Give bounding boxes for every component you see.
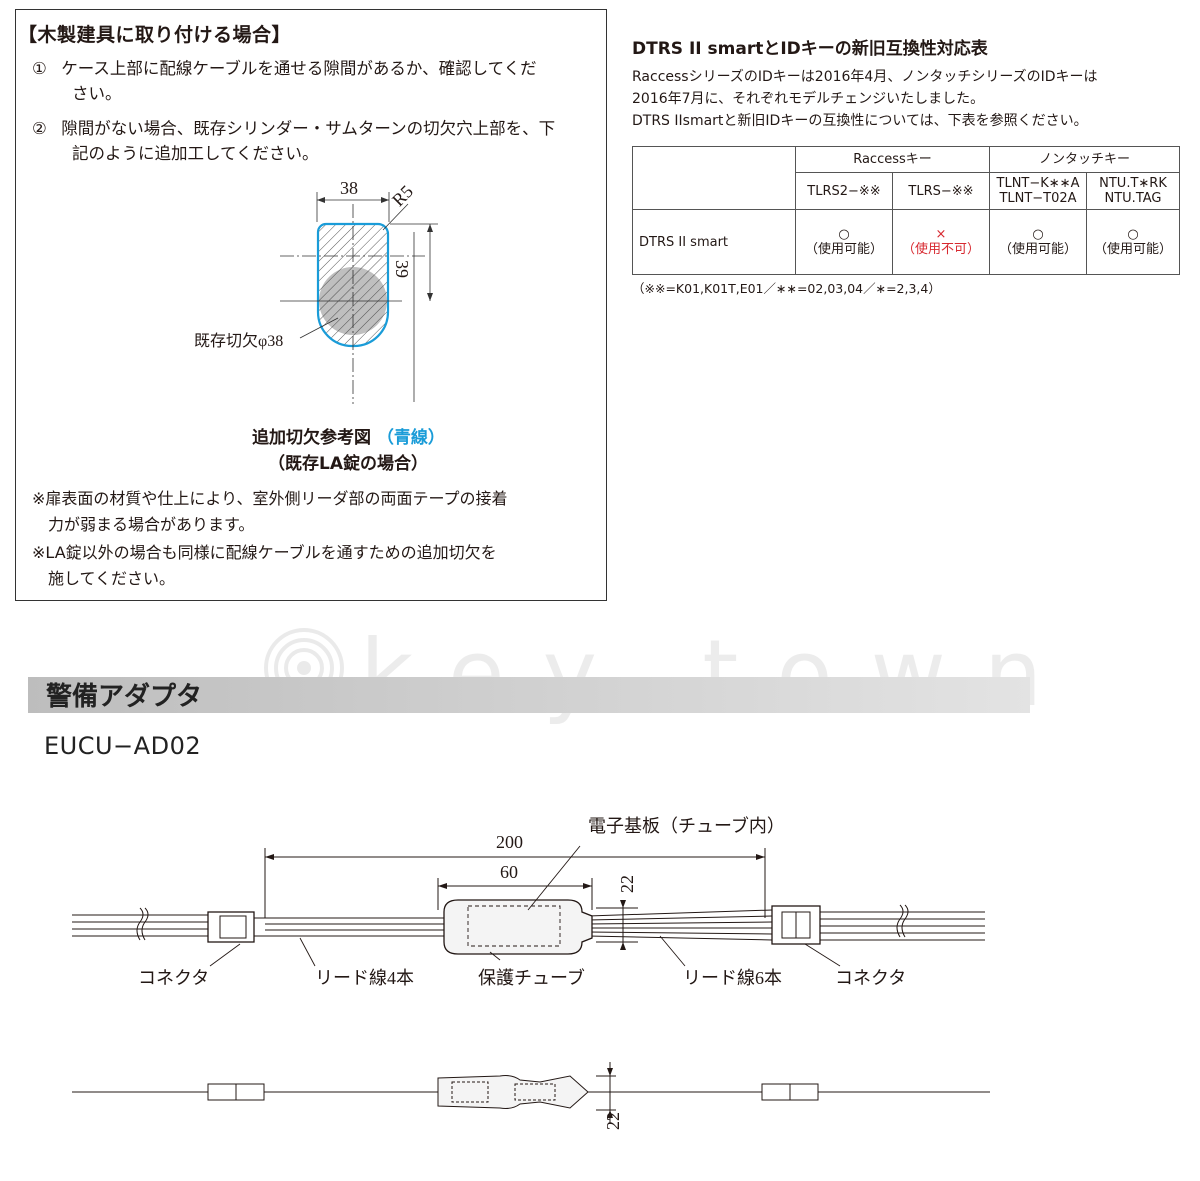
step-2-text-line1: 隙間がない場合、既存シリンダー・サムターンの切欠穴上部を、下 xyxy=(61,119,556,138)
cutout-reference-figure xyxy=(280,192,438,404)
cell-3-mark: ○ xyxy=(1032,227,1044,242)
cell-1-text: （使用可能） xyxy=(804,242,883,257)
watermark-logo-icon xyxy=(264,628,344,708)
cell-1-mark: ○ xyxy=(838,227,850,242)
section-header-bar xyxy=(28,677,1030,713)
lead6-label: リード線6本 xyxy=(683,968,782,988)
cell-2-text: （使用不可） xyxy=(901,242,980,257)
compat-description: RaccessシリーズのIDキーは2016年4月、ノンタッチシリーズのIDキーは… xyxy=(632,66,1098,132)
note-1-line2: 力が弱まる場合があります。 xyxy=(48,515,255,534)
compat-title: DTRS II smartとIDキーの新旧互換性対応表 xyxy=(632,39,988,59)
note-1: ※扉表面の材質や仕上により、室外側リーダ部の両面テープの接着 力が弱まる場合があ… xyxy=(32,486,508,538)
dim-height-22-bottom: 22 xyxy=(603,1112,623,1130)
cell-4-mark: ○ xyxy=(1127,227,1139,242)
compat-desc-line1: RaccessシリーズのIDキーは2016年4月、ノンタッチシリーズのIDキーは xyxy=(632,69,1098,85)
left-connector xyxy=(207,911,265,943)
install-title: 【木製建具に取り付ける場合】 xyxy=(18,24,292,46)
cell-3-text: （使用可能） xyxy=(998,242,1077,257)
step-1-number: ① xyxy=(32,59,47,78)
pcb-outline xyxy=(467,905,561,947)
compat-desc-line3: DTRS IIsmartと新旧IDキーの互換性については、下表を参照ください。 xyxy=(632,113,1088,129)
dim-width-38: 38 xyxy=(340,178,358,198)
compat-table: Raccessキー ノンタッチキー TLRS2−※※ TLRS−※※ TLNT−… xyxy=(632,146,1180,275)
compat-cell-3: ○（使用可能） xyxy=(989,209,1087,275)
step-1-text-line1: ケース上部に配線ケーブルを通せる隙間があるか、確認してくだ xyxy=(61,59,537,78)
row-label-dtrs: DTRS II smart xyxy=(632,209,796,275)
right-connector xyxy=(771,905,821,945)
column-header-4-line2: NTU.TAG xyxy=(1104,191,1162,206)
table-corner-cell xyxy=(632,146,796,210)
step-2-text-line2: 記のように追加工してください。 xyxy=(72,144,319,163)
group-header-nontouch: ノンタッチキー xyxy=(989,146,1180,173)
note-2-line2: 施してください。 xyxy=(48,569,176,588)
cell-2-mark: × xyxy=(935,227,947,242)
pcb-label: 電子基板（チューブ内） xyxy=(588,816,785,836)
model-number: EUCU−AD02 xyxy=(44,732,202,760)
compat-footnote: （※※=K01,K01T,E01／∗∗=02,03,04／∗=2,3,4） xyxy=(632,281,941,296)
figure-caption-line2: （既存LA錠の場合） xyxy=(268,454,428,474)
note-2: ※LA錠以外の場合も同様に配線ケーブルを通すための追加切欠を 施してください。 xyxy=(32,540,497,592)
cell-4-text: （使用可能） xyxy=(1093,242,1172,257)
column-header-3-line1: TLNT−K∗∗A xyxy=(996,176,1080,191)
figure-caption-blue-note: （青線） xyxy=(376,428,445,448)
connector-right-label: コネクタ xyxy=(835,968,907,988)
installation-panel xyxy=(15,9,607,601)
dim-tube-60: 60 xyxy=(500,862,518,882)
dim-overall-200: 200 xyxy=(496,832,523,852)
section-title: 警備アダプタ xyxy=(46,682,203,712)
column-header-2: TLRS−※※ xyxy=(892,172,990,210)
note-1-line1: ※扉表面の材質や仕上により、室外側リーダ部の両面テープの接着 xyxy=(32,489,508,508)
column-header-3-line2: TLNT−T02A xyxy=(999,191,1077,206)
adapter-side-view xyxy=(72,1062,990,1124)
protective-tube xyxy=(443,899,593,955)
note-2-line1: ※LA錠以外の場合も同様に配線ケーブルを通すための追加切欠を xyxy=(32,543,497,562)
column-header-2-line1: TLRS−※※ xyxy=(908,183,974,199)
lead4-label: リード線4本 xyxy=(315,968,414,988)
step-2: ② 隙間がない場合、既存シリンダー・サムターンの切欠穴上部を、下 記のように追加… xyxy=(32,116,555,166)
column-header-4-line1: NTU.T∗RK xyxy=(1099,176,1167,191)
figure-caption-line1: 追加切欠参考図 （青線） xyxy=(252,423,445,448)
column-header-1: TLRS2−※※ xyxy=(795,172,893,210)
step-1: ① ケース上部に配線ケーブルを通せる隙間があるか、確認してくだ さい。 xyxy=(32,56,537,106)
connector-left-label: コネクタ xyxy=(138,968,210,988)
column-header-1-line1: TLRS2−※※ xyxy=(807,183,881,199)
compat-cell-2: ×（使用不可） xyxy=(892,209,990,275)
compat-cell-4: ○（使用可能） xyxy=(1086,209,1180,275)
figure-caption-text: 追加切欠参考図 xyxy=(252,428,371,448)
tube-label: 保護チューブ xyxy=(478,968,585,988)
dim-height-39: 39 xyxy=(392,260,412,278)
step-2-number: ② xyxy=(32,119,47,138)
adapter-diagram xyxy=(72,845,990,1124)
existing-cut-label: 既存切欠φ38 xyxy=(194,333,284,350)
step-1-text-line2: さい。 xyxy=(72,84,122,103)
group-header-raccess: Raccessキー xyxy=(795,146,990,173)
compat-desc-line2: 2016年7月に、それぞれモデルチェンジいたしました。 xyxy=(632,91,985,107)
dim-height-22-top: 22 xyxy=(617,875,637,893)
compat-cell-1: ○（使用可能） xyxy=(795,209,893,275)
